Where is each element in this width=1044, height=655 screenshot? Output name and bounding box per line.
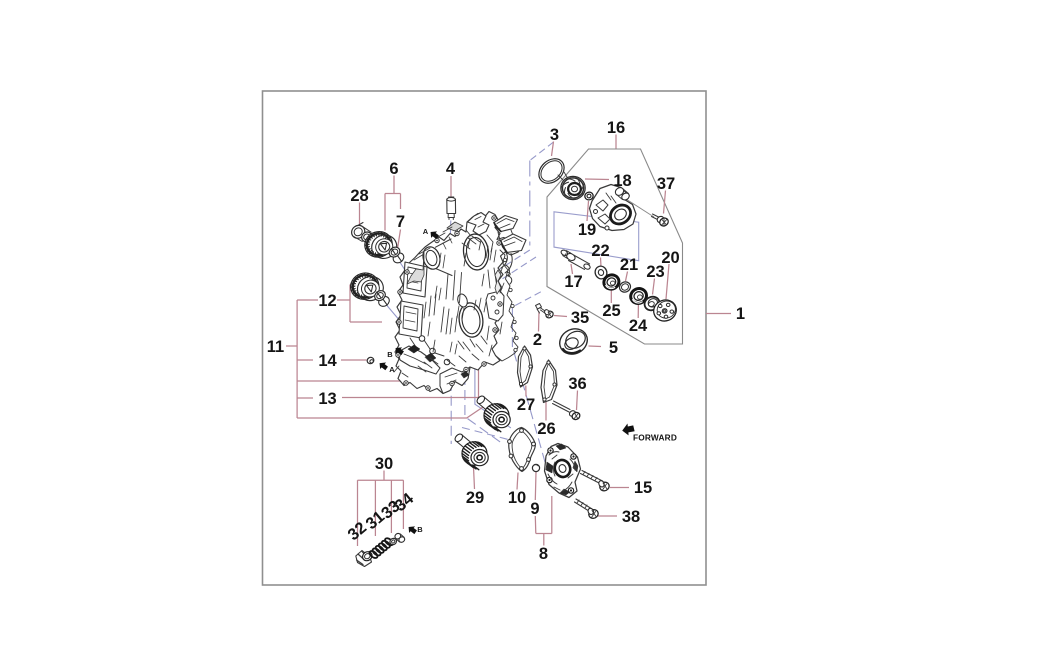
svg-text:14: 14 <box>318 352 337 370</box>
svg-text:26: 26 <box>537 420 555 438</box>
svg-text:A: A <box>423 227 429 236</box>
svg-text:25: 25 <box>602 302 620 320</box>
svg-text:20: 20 <box>661 249 679 267</box>
svg-text:B: B <box>387 350 393 359</box>
svg-text:27: 27 <box>517 396 535 414</box>
svg-text:7: 7 <box>396 213 405 231</box>
svg-text:13: 13 <box>318 390 336 408</box>
svg-text:23: 23 <box>646 263 664 281</box>
svg-text:A: A <box>389 365 395 374</box>
svg-text:3: 3 <box>550 126 559 144</box>
svg-text:17: 17 <box>564 273 582 291</box>
svg-text:1: 1 <box>736 305 745 323</box>
svg-text:5: 5 <box>609 339 618 357</box>
svg-text:9: 9 <box>530 500 539 518</box>
svg-text:22: 22 <box>591 242 609 260</box>
svg-text:38: 38 <box>622 508 640 526</box>
svg-text:37: 37 <box>657 175 675 193</box>
svg-text:FORWARD: FORWARD <box>633 433 677 443</box>
svg-text:15: 15 <box>634 479 652 497</box>
svg-text:36: 36 <box>568 375 586 393</box>
svg-text:28: 28 <box>350 187 368 205</box>
svg-text:2: 2 <box>533 331 542 349</box>
svg-text:6: 6 <box>389 160 398 178</box>
svg-text:4: 4 <box>446 160 456 178</box>
svg-text:35: 35 <box>571 309 589 327</box>
svg-text:8: 8 <box>539 545 548 563</box>
svg-text:11: 11 <box>267 338 284 356</box>
svg-text:B: B <box>417 525 423 534</box>
svg-text:30: 30 <box>375 455 393 473</box>
svg-text:24: 24 <box>629 317 648 335</box>
svg-text:18: 18 <box>613 172 631 190</box>
svg-text:16: 16 <box>607 119 625 137</box>
svg-text:19: 19 <box>578 221 596 239</box>
svg-text:21: 21 <box>620 256 638 274</box>
svg-text:29: 29 <box>466 489 484 507</box>
svg-text:10: 10 <box>508 489 526 507</box>
svg-text:12: 12 <box>318 292 336 310</box>
